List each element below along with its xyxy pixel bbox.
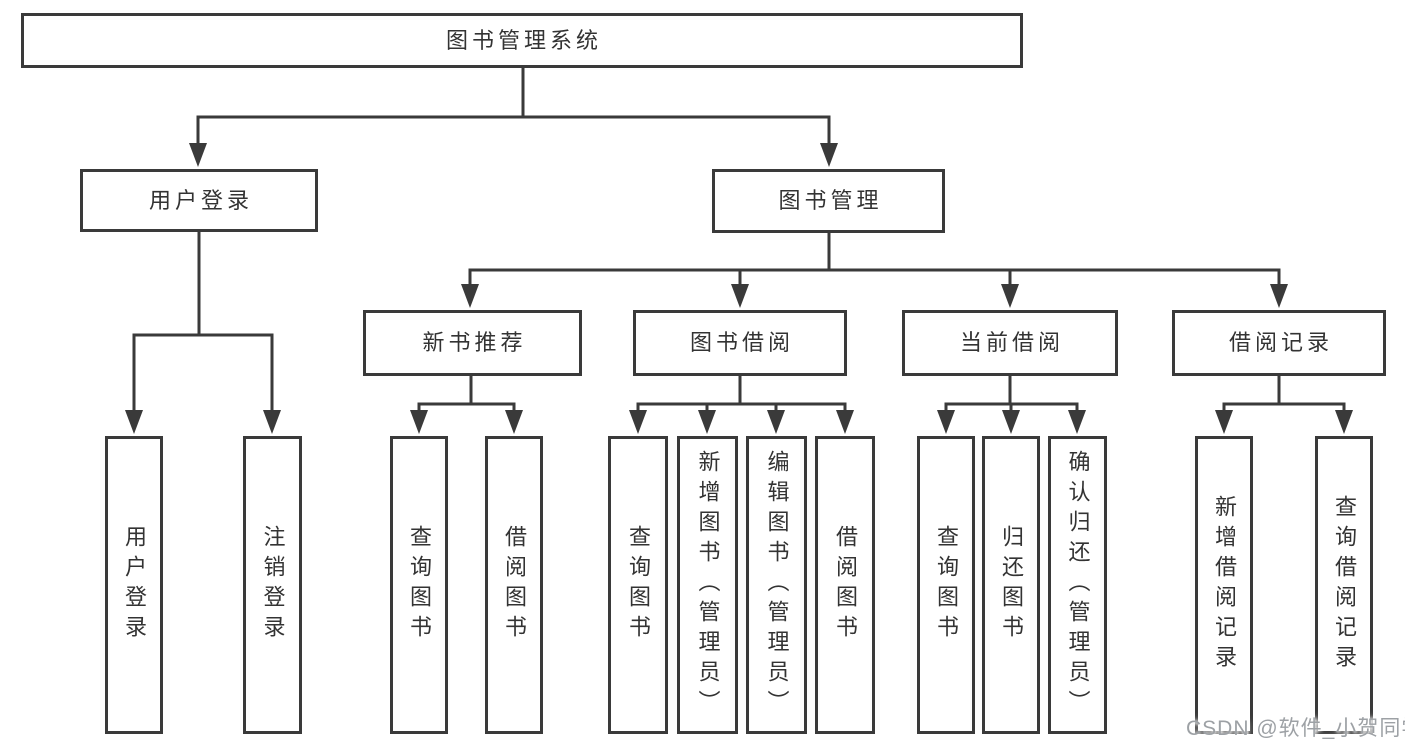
leaf-query-books-borrowing-label: 查询图书: [626, 525, 651, 645]
leaf-add-borrow-record-label: 新增借阅记录: [1212, 495, 1237, 675]
node-book-management: 图书管理: [712, 169, 945, 233]
node-new-book-recommend-label: 新书推荐: [422, 330, 527, 355]
leaf-query-books-recommend: 查询图书: [390, 436, 448, 734]
node-root-label: 图书管理系统: [445, 27, 602, 53]
leaf-logout-label: 注销登录: [260, 525, 286, 645]
leaf-user-login: 用户登录: [105, 436, 163, 734]
node-root: 图书管理系统: [21, 13, 1023, 68]
leaf-query-books-current-label: 查询图书: [934, 525, 959, 645]
leaf-confirm-return-admin: 确认归还（管理员）: [1048, 436, 1107, 734]
node-book-management-label: 图书管理: [778, 188, 883, 213]
leaf-edit-book-admin: 编辑图书（管理员）: [746, 436, 807, 734]
node-new-book-recommend: 新书推荐: [363, 310, 582, 376]
watermark: CSDN @软件_小贺同学: [1186, 717, 1405, 740]
node-current-borrowing-label: 当前借阅: [959, 330, 1064, 355]
node-book-borrowing-label: 图书借阅: [689, 330, 794, 355]
leaf-edit-book-admin-label: 编辑图书（管理员）: [764, 450, 790, 720]
leaf-add-book-admin: 新增图书（管理员）: [677, 436, 738, 734]
leaf-user-login-label: 用户登录: [122, 525, 147, 645]
leaf-return-books: 归还图书: [982, 436, 1040, 734]
leaf-borrow-books-borrowing: 借阅图书: [815, 436, 875, 734]
node-borrowing-records-label: 借阅记录: [1228, 330, 1333, 355]
leaf-borrow-books-borrowing-label: 借阅图书: [833, 525, 858, 645]
node-user-login-label: 用户登录: [148, 187, 253, 213]
node-book-borrowing: 图书借阅: [633, 310, 847, 376]
node-borrowing-records: 借阅记录: [1172, 310, 1386, 376]
node-current-borrowing: 当前借阅: [902, 310, 1118, 376]
leaf-borrow-books-recommend: 借阅图书: [485, 436, 543, 734]
leaf-query-books-recommend-label: 查询图书: [407, 525, 432, 645]
leaf-add-borrow-record: 新增借阅记录: [1195, 436, 1253, 734]
leaf-return-books-label: 归还图书: [999, 525, 1024, 645]
leaf-query-borrow-record: 查询借阅记录: [1315, 436, 1373, 734]
leaf-query-books-borrowing: 查询图书: [608, 436, 668, 734]
leaf-query-borrow-record-label: 查询借阅记录: [1332, 495, 1357, 675]
leaf-borrow-books-recommend-label: 借阅图书: [502, 525, 527, 645]
leaf-add-book-admin-label: 新增图书（管理员）: [695, 450, 721, 720]
leaf-query-books-current: 查询图书: [917, 436, 975, 734]
leaf-logout: 注销登录: [243, 436, 302, 734]
leaf-confirm-return-admin-label: 确认归还（管理员）: [1065, 450, 1091, 720]
node-user-login: 用户登录: [80, 169, 318, 232]
